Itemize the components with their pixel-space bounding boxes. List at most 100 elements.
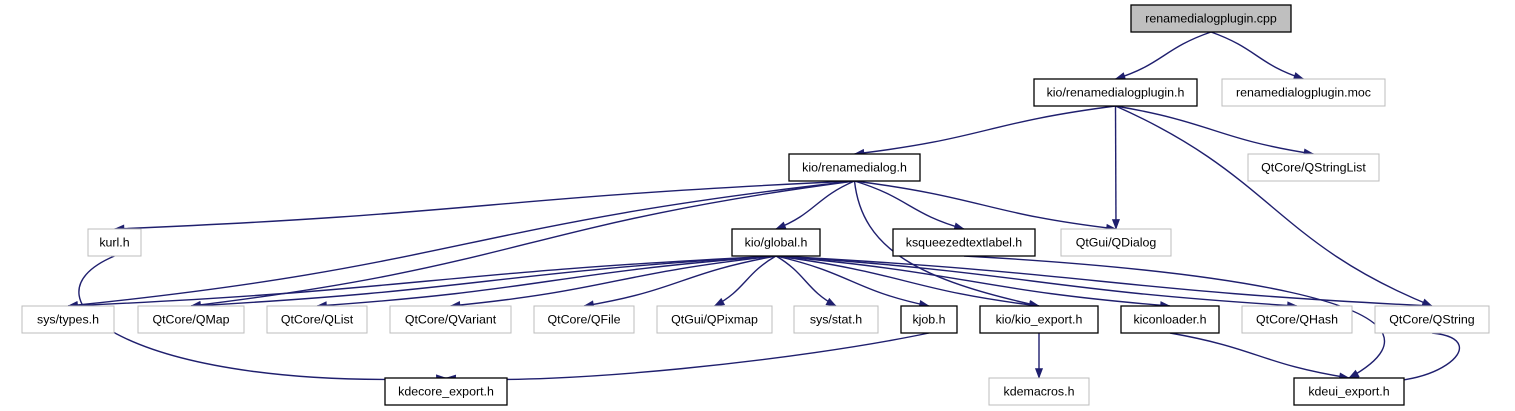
node-box[interactable]	[731, 228, 821, 257]
node-label: QtCore/QStringList	[1261, 160, 1366, 174]
graph-node-kdecore-export-h[interactable]: kdecore_export.h	[384, 377, 508, 406]
graph-node-qtgui-qpixmap[interactable]: QtGui/QPixmap	[656, 305, 773, 334]
node-label: kjob.h	[912, 312, 945, 326]
graph-node-qtcore-qvariant[interactable]: QtCore/QVariant	[389, 305, 512, 334]
node-box[interactable]	[1120, 305, 1220, 334]
graph-node-sys-stat-h[interactable]: sys/stat.h	[793, 305, 879, 334]
graph-node-kiconloader-h[interactable]: kiconloader.h	[1120, 305, 1220, 334]
node-box[interactable]	[1221, 78, 1386, 107]
node-label: renamedialogplugin.moc	[1236, 85, 1371, 99]
node-box[interactable]	[1293, 377, 1405, 406]
graph-edge	[450, 255, 777, 307]
graph-node-qtcore-qstringlist[interactable]: QtCore/QStringList	[1247, 153, 1380, 182]
arrowhead-icon	[713, 297, 726, 307]
node-box[interactable]	[900, 305, 958, 334]
graph-edge	[1115, 31, 1212, 80]
arrowhead-icon	[1034, 368, 1044, 379]
node-box[interactable]	[788, 153, 921, 182]
node-label: QtCore/QMap	[152, 312, 229, 326]
graph-node-kdeui-export-h[interactable]: kdeui_export.h	[1293, 377, 1405, 406]
arrowhead-icon	[1111, 219, 1120, 230]
graph-node-qtcore-qlist[interactable]: QtCore/QList	[266, 305, 368, 334]
graph-node-qtcore-qstring[interactable]: QtCore/QString	[1374, 305, 1490, 334]
graph-node-sys-types-h[interactable]: sys/types.h	[21, 305, 115, 334]
node-box[interactable]	[87, 228, 142, 257]
graph-edge	[1169, 332, 1350, 379]
node-label: kurl.h	[99, 235, 129, 249]
node-label: kiconloader.h	[1133, 312, 1206, 326]
node-box[interactable]	[384, 377, 508, 406]
node-box[interactable]	[1130, 4, 1292, 33]
graph-edge	[854, 180, 965, 230]
graph-node-ksqueezedtextlabel-h[interactable]: ksqueezedtextlabel.h	[892, 228, 1036, 257]
graph-node-qtcore-qfile[interactable]: QtCore/QFile	[533, 305, 635, 334]
node-label: QtCore/QVariant	[405, 312, 497, 326]
graph-node-kio-renamedialog-h[interactable]: kio/renamedialog.h	[788, 153, 921, 182]
node-box[interactable]	[21, 305, 115, 334]
graph-edge	[78, 255, 447, 381]
node-label: QtGui/QPixmap	[671, 312, 758, 326]
graph-edge	[775, 180, 855, 230]
node-box[interactable]	[533, 305, 635, 334]
graph-edge	[316, 255, 777, 307]
graph-edge	[775, 255, 1433, 307]
node-box[interactable]	[1060, 228, 1172, 257]
graph-edge	[853, 180, 1040, 307]
graph-edge	[1348, 332, 1460, 383]
node-label: QtCore/QHash	[1256, 312, 1338, 326]
node-label: sys/types.h	[37, 312, 99, 326]
edge-layer	[67, 31, 1460, 385]
graph-edge	[1115, 105, 1433, 307]
graph-edge	[67, 255, 777, 307]
arrowhead-icon	[775, 221, 787, 230]
node-label: kio/kio_export.h	[996, 312, 1083, 326]
graph-edge	[775, 255, 930, 307]
graph-edge	[775, 255, 1298, 307]
node-box[interactable]	[137, 305, 245, 334]
node-label: kio/renamedialog.h	[802, 160, 907, 174]
node-label: kio/renamedialogplugin.h	[1047, 85, 1185, 99]
node-box[interactable]	[1247, 153, 1380, 182]
node-label: QtCore/QFile	[548, 312, 621, 326]
graph-edge	[1114, 105, 1117, 230]
graph-edge	[854, 105, 1116, 155]
graph-node-qtgui-qdialog[interactable]: QtGui/QDialog	[1060, 228, 1172, 257]
graph-node-qtcore-qhash[interactable]: QtCore/QHash	[1241, 305, 1353, 334]
node-box[interactable]	[988, 377, 1090, 406]
graph-edge	[114, 180, 855, 230]
node-box[interactable]	[266, 305, 368, 334]
graph-edge	[775, 255, 1040, 307]
node-label: kdecore_export.h	[398, 384, 494, 398]
node-box[interactable]	[1033, 78, 1198, 107]
graph-edge	[190, 255, 777, 307]
graph-node-qtcore-qmap[interactable]: QtCore/QMap	[137, 305, 245, 334]
graph-node-kdemacros-h[interactable]: kdemacros.h	[988, 377, 1090, 406]
node-box[interactable]	[979, 305, 1099, 334]
node-label: renamedialogplugin.cpp	[1145, 11, 1277, 25]
node-label: ksqueezedtextlabel.h	[906, 235, 1023, 249]
node-label: kdemacros.h	[1004, 384, 1075, 398]
node-box[interactable]	[389, 305, 512, 334]
graph-node-renamedialogplugin-moc[interactable]: renamedialogplugin.moc	[1221, 78, 1386, 107]
graph-edge	[714, 255, 777, 307]
node-box[interactable]	[1374, 305, 1490, 334]
graph-edge	[583, 255, 777, 307]
graph-node-kurl-h[interactable]: kurl.h	[87, 228, 142, 257]
node-box[interactable]	[892, 228, 1036, 257]
node-box[interactable]	[656, 305, 773, 334]
graph-edge	[1115, 105, 1314, 155]
arrowhead-icon	[1292, 72, 1305, 80]
node-box[interactable]	[1241, 305, 1353, 334]
node-box[interactable]	[793, 305, 879, 334]
graph-edge	[190, 180, 855, 307]
graph-node-kjob-h[interactable]: kjob.h	[900, 305, 958, 334]
graph-node-kio-kio-export-h[interactable]: kio/kio_export.h	[979, 305, 1099, 334]
node-label: QtCore/QString	[1389, 312, 1474, 326]
graph-node-kio-renamedialogplugin-h[interactable]: kio/renamedialogplugin.h	[1033, 78, 1198, 107]
graph-node-renamedialogplugin-cpp[interactable]: renamedialogplugin.cpp	[1130, 4, 1292, 33]
node-label: sys/stat.h	[810, 312, 862, 326]
node-layer: renamedialogplugin.cpp kio/renamedialogpl…	[21, 4, 1490, 406]
graph-node-kio-global-h[interactable]: kio/global.h	[731, 228, 821, 257]
